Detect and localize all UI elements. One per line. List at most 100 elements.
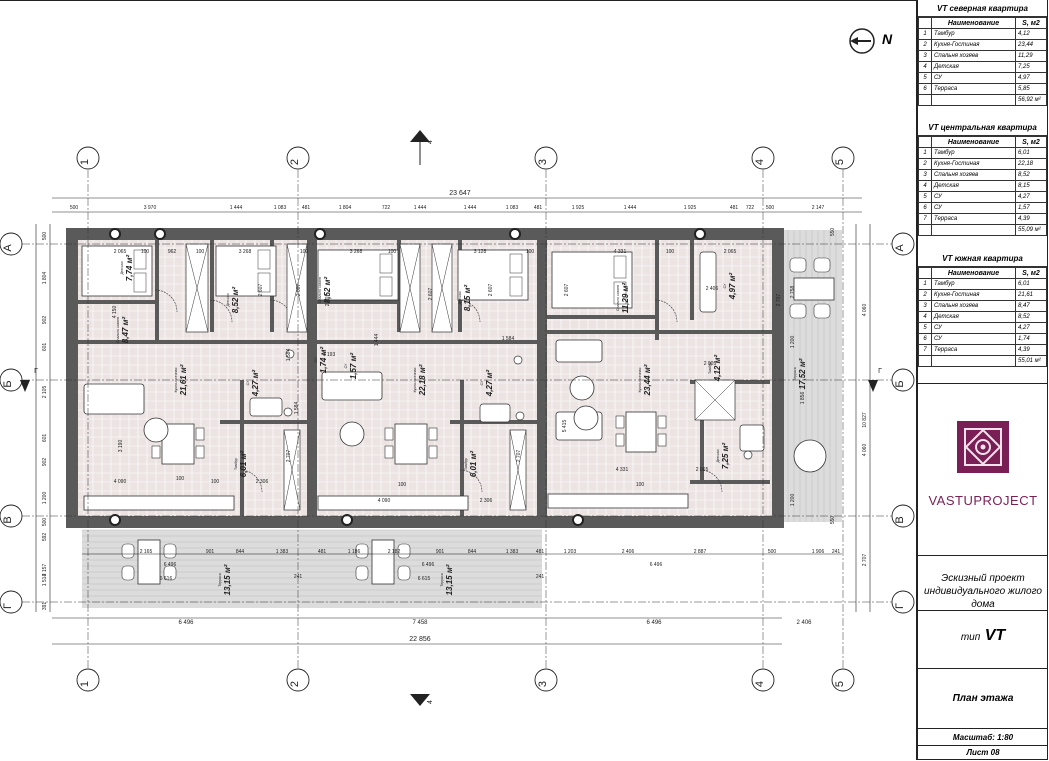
dim-top-chain: 1 083 bbox=[506, 205, 519, 211]
dim-bottom-chain: 2 406 bbox=[796, 620, 812, 626]
dim-bottom-chain: 7 458 bbox=[412, 620, 428, 626]
chair bbox=[657, 433, 667, 447]
wardrobe-cross bbox=[509, 429, 527, 511]
inner-dimension: 100 bbox=[398, 482, 407, 488]
dim-terrace-sub: 6 615 bbox=[418, 576, 431, 582]
room-area-label: 8,52 м² bbox=[231, 286, 240, 313]
room-area-label: 6,01 м² bbox=[239, 450, 248, 477]
kitchen-counter bbox=[547, 493, 689, 509]
dim-left-chain: 1 804 bbox=[42, 272, 48, 285]
inner-dimension: 2 306 bbox=[480, 498, 493, 504]
section-label: Г bbox=[878, 368, 882, 375]
sheet-name-block: План этажа bbox=[918, 668, 1048, 728]
wall-partition bbox=[155, 240, 159, 340]
dim-top-chain: 1 444 bbox=[624, 205, 637, 211]
room-area-label: 17,52 м² bbox=[798, 358, 807, 389]
dim-top-chain: 481 bbox=[730, 205, 739, 211]
axis-label-row: Б bbox=[2, 380, 14, 387]
terrace-table bbox=[371, 539, 395, 585]
room-name-label: Кухня-гостиная bbox=[413, 368, 417, 393]
dining-table bbox=[394, 423, 428, 465]
door-swing bbox=[209, 299, 233, 323]
room-name-label: СУ bbox=[723, 283, 727, 288]
wall-partition bbox=[700, 380, 704, 480]
pillow bbox=[133, 249, 147, 270]
wall-party-1 bbox=[307, 228, 317, 528]
kitchen-counter bbox=[317, 495, 469, 511]
inner-dimension: 100 bbox=[176, 476, 185, 482]
inner-dimension: 2 065 bbox=[114, 249, 127, 255]
dim-top-chain: 481 bbox=[534, 205, 543, 211]
type-prefix: тип bbox=[960, 632, 981, 643]
room-area-label: 8,47 м² bbox=[121, 316, 130, 343]
terrace-chair bbox=[789, 303, 807, 319]
room-area-label: 6,01 м² bbox=[469, 450, 478, 477]
dim-terrace-sub: 6 496 bbox=[650, 562, 663, 568]
room-name-label: Детская bbox=[458, 291, 462, 304]
pillow bbox=[379, 276, 393, 297]
inner-dimension: 2 607 bbox=[325, 294, 331, 307]
kitchen-counter bbox=[83, 495, 235, 511]
terrace-chair bbox=[121, 565, 135, 581]
axis-bubble-row bbox=[0, 232, 23, 256]
type-code: VT bbox=[984, 627, 1006, 644]
room-name-label: СУ bbox=[246, 380, 250, 385]
pillow bbox=[133, 272, 147, 293]
terrace-chair bbox=[163, 565, 177, 581]
section-label: 4 bbox=[427, 700, 434, 704]
inner-dimension: 4 090 bbox=[114, 479, 127, 485]
bath-fixture bbox=[739, 424, 765, 452]
dim-left-chain: 592 bbox=[42, 533, 48, 542]
pillow bbox=[379, 253, 393, 274]
dim-top-chain: 1 804 bbox=[339, 205, 352, 211]
room-area-label: 1,57 м² bbox=[349, 352, 358, 379]
axis-bubble-column bbox=[831, 146, 855, 170]
inner-dimension: 5 415 bbox=[562, 420, 568, 433]
axis-bubble-column bbox=[751, 668, 775, 692]
door-swing bbox=[459, 469, 483, 493]
dim-right-chain: 4 060 bbox=[862, 444, 868, 457]
inner-dimension: 1 584 bbox=[502, 336, 515, 342]
room-area-label: 23,44 м² bbox=[643, 364, 652, 396]
room-area-label: 1,74 м² bbox=[319, 346, 328, 373]
sofa bbox=[83, 383, 145, 415]
col-num bbox=[918, 17, 932, 29]
wall-partition bbox=[690, 480, 770, 484]
dim-right-small: 550 bbox=[830, 228, 836, 237]
wardrobe-cross bbox=[399, 243, 421, 333]
inner-dimension: 1 444 bbox=[374, 334, 380, 347]
inner-dimension: 4 090 bbox=[378, 498, 391, 504]
terrace-table bbox=[793, 277, 835, 301]
dim-terrace-row: 2 887 bbox=[694, 549, 707, 555]
dim-terrace-row: 1 203 bbox=[564, 549, 577, 555]
wall-exterior-right bbox=[772, 228, 784, 528]
wall-exterior-top bbox=[66, 228, 782, 240]
axis-label-column: 5 bbox=[834, 681, 846, 687]
section-arrow-icon bbox=[410, 130, 430, 142]
inner-dimension: 2 406 bbox=[706, 286, 719, 292]
chair bbox=[151, 445, 161, 459]
terrace-chair bbox=[789, 257, 807, 273]
wall-partition bbox=[210, 240, 214, 332]
dim-right-chain: 2 707 bbox=[862, 554, 868, 567]
room-name-label: Кухня-гостиная bbox=[174, 368, 178, 393]
pillow bbox=[257, 249, 271, 270]
dim-left-chain: 1 514 bbox=[42, 574, 48, 587]
pillow bbox=[613, 255, 627, 279]
inner-dimension: 2 707 bbox=[286, 450, 292, 463]
terrace-table bbox=[137, 539, 161, 585]
type-block: тип VT bbox=[918, 610, 1048, 668]
pillow bbox=[613, 281, 627, 305]
project-title-line1: Эскизный проект bbox=[941, 573, 1025, 584]
dim-terrace-row: 844 bbox=[236, 549, 245, 555]
column-marker bbox=[109, 228, 121, 240]
